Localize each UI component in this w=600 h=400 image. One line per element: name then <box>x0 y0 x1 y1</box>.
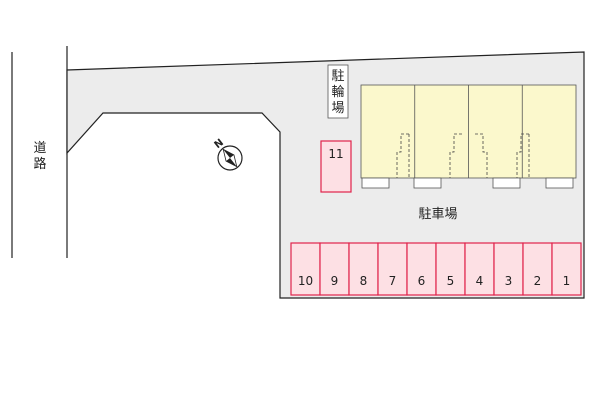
stall-number: 8 <box>360 274 368 288</box>
stall-number: 11 <box>328 147 343 161</box>
apartment-building <box>360 84 577 189</box>
stall-number: 4 <box>476 274 484 288</box>
stall-number: 5 <box>447 274 455 288</box>
parking-stall-row: 10 9 8 7 6 5 4 3 2 1 <box>290 242 582 296</box>
stall-number: 9 <box>331 274 339 288</box>
road-label-char-1: 道 <box>33 141 46 156</box>
stall-number: 1 <box>563 274 571 288</box>
north-arrow-icon: N <box>213 137 243 171</box>
parking-label: 駐車場 <box>418 207 457 222</box>
road-label-char-2: 路 <box>33 156 46 172</box>
stall-number: 10 <box>298 274 313 288</box>
stall-number: 6 <box>418 274 426 288</box>
parking-stall-11: 11 <box>320 140 352 193</box>
svg-text:駐: 駐 <box>331 69 344 84</box>
stall-number: 3 <box>505 274 513 288</box>
bicycle-parking-label: 駐 輪 場 <box>327 64 349 119</box>
svg-text:輪: 輪 <box>331 84 344 100</box>
svg-text:場: 場 <box>331 101 344 116</box>
stall-number: 7 <box>389 274 397 288</box>
stall-number: 2 <box>534 274 542 288</box>
